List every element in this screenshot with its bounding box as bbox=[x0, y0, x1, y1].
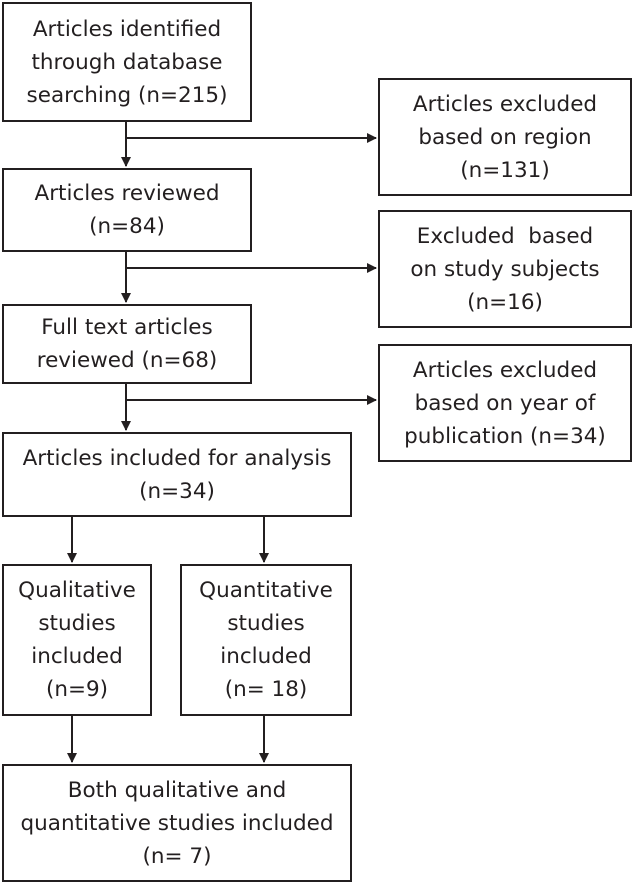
box-text-line: included bbox=[220, 644, 312, 669]
box-text-line: quantitative studies included bbox=[20, 810, 334, 836]
box-text-line: (n= 7) bbox=[142, 843, 212, 869]
box-text-line: Both qualitative and bbox=[67, 777, 287, 803]
box-text-line: Articles reviewed bbox=[34, 181, 220, 206]
box-excluded-year: Articles excluded based on year of publi… bbox=[378, 344, 632, 462]
box-text-line: on study subjects bbox=[410, 256, 600, 282]
box-text-line: (n= 18) bbox=[224, 677, 308, 702]
box-text-line: included bbox=[31, 644, 123, 669]
box-excluded-subjects: Excluded based on study subjects (n=16) bbox=[378, 210, 632, 328]
box-qualitative-studies: Qualitative studies included (n=9) bbox=[2, 564, 152, 716]
box-text-line: reviewed (n=68) bbox=[36, 348, 218, 373]
box-text-line: (n=16) bbox=[467, 289, 543, 315]
box-full-text-reviewed: Full text articles reviewed (n=68) bbox=[2, 304, 252, 384]
box-text-line: (n=84) bbox=[89, 214, 165, 239]
box-text-line: studies bbox=[227, 611, 305, 636]
box-articles-included: Articles included for analysis (n=34) bbox=[2, 432, 352, 517]
box-text-line: Articles excluded bbox=[412, 91, 598, 117]
box-text-line: based on region bbox=[418, 124, 592, 150]
box-quantitative-studies: Quantitative studies included (n= 18) bbox=[180, 564, 352, 716]
box-text-line: through database bbox=[31, 49, 223, 75]
box-text-line: (n=131) bbox=[460, 157, 550, 183]
box-text-line: Articles identified bbox=[32, 16, 222, 42]
box-text-line: Quantitative bbox=[199, 578, 333, 603]
box-text-line: Articles excluded bbox=[412, 357, 598, 383]
box-articles-identified: Articles identified through database sea… bbox=[2, 2, 252, 122]
box-text-line: studies bbox=[38, 611, 116, 636]
box-articles-reviewed: Articles reviewed (n=84) bbox=[2, 168, 252, 252]
box-excluded-region: Articles excluded based on region (n=131… bbox=[378, 78, 632, 196]
box-text-line: Excluded based bbox=[416, 223, 594, 249]
box-text-line: (n=9) bbox=[45, 677, 109, 702]
box-text-line: based on year of bbox=[414, 390, 596, 416]
box-text-line: publication (n=34) bbox=[404, 423, 606, 449]
box-text-line: (n=34) bbox=[139, 478, 215, 504]
box-text-line: Articles included for analysis bbox=[22, 445, 332, 471]
box-both-studies: Both qualitative and quantitative studie… bbox=[2, 764, 352, 882]
box-text-line: Qualitative bbox=[18, 578, 136, 603]
box-text-line: Full text articles bbox=[41, 315, 213, 340]
box-text-line: searching (n=215) bbox=[26, 82, 228, 108]
